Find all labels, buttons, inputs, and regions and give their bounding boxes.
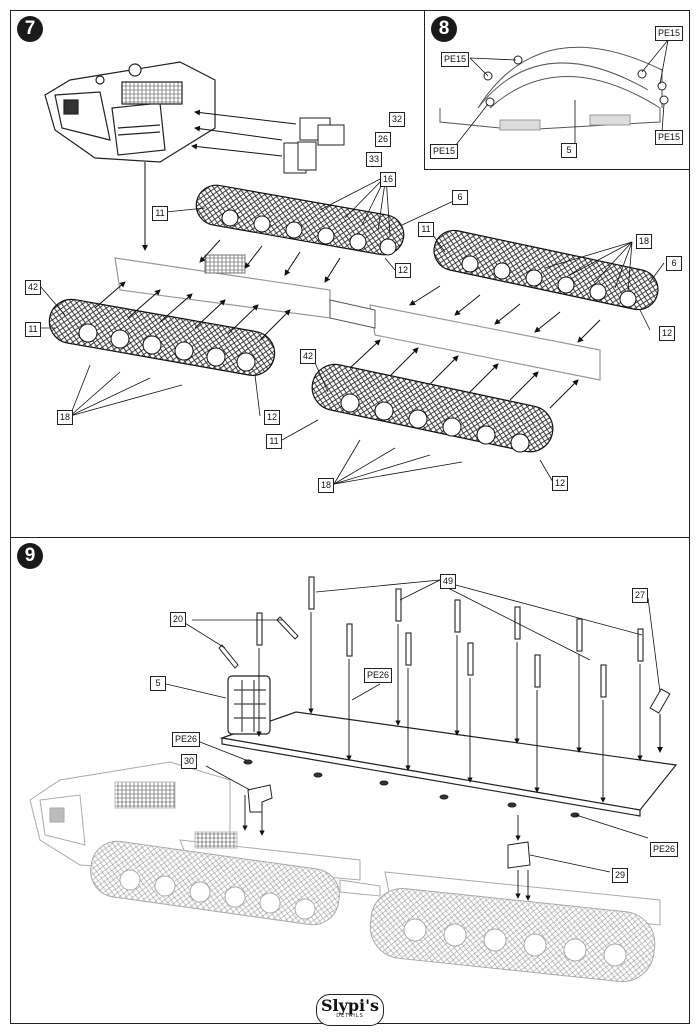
canopy-frame: [439, 46, 663, 131]
track-lower-right: [311, 363, 554, 453]
track-upper-left: [195, 184, 405, 256]
callout-pe26-b: PE26: [172, 732, 201, 747]
callout-part-27: 27: [632, 588, 649, 603]
callout-part-26: 26: [375, 132, 392, 147]
callout-part-12b: 12: [659, 326, 676, 341]
callout-part-6a: 6: [452, 190, 468, 205]
vehicle-faded: [29, 761, 661, 983]
callout-part-16: 16: [380, 172, 397, 187]
callout-part-5-step8: 5: [561, 143, 577, 158]
cargo-platform: [219, 675, 678, 817]
callout-pe15-c: PE15: [430, 144, 459, 159]
step-7-badge: 7: [17, 16, 43, 42]
callout-part-18c: 18: [318, 478, 335, 493]
side-parts: [283, 117, 345, 174]
brand-name: Slypi's: [320, 996, 380, 1015]
step-8-badge: 8: [431, 16, 457, 42]
callout-part-49: 49: [440, 574, 457, 589]
hull-2: [369, 304, 601, 381]
callout-part-18a: 18: [636, 234, 653, 249]
callout-part-12d: 12: [552, 476, 569, 491]
callout-part-20: 20: [170, 612, 187, 627]
callout-part-11a: 11: [152, 206, 168, 221]
callout-part-42a: 42: [25, 280, 42, 295]
cab-body: [44, 61, 216, 163]
callout-part-12c: 12: [264, 410, 281, 425]
callout-part-33: 33: [366, 152, 383, 167]
callout-part-11c: 11: [25, 322, 41, 337]
callout-part-5-step9: 5: [150, 676, 166, 691]
callout-part-29: 29: [612, 868, 629, 883]
brand-tagline: DETAILS: [336, 1013, 364, 1019]
callout-part-11b: 11: [418, 222, 434, 237]
callout-pe26-a: PE26: [364, 668, 393, 683]
callout-part-42b: 42: [300, 349, 317, 364]
callout-pe15-d: PE15: [655, 130, 684, 145]
callout-part-32: 32: [389, 112, 406, 127]
callout-part-11d: 11: [266, 434, 282, 449]
callout-pe15-a: PE15: [441, 52, 470, 67]
callout-part-18b: 18: [57, 410, 74, 425]
callout-pe15-b: PE15: [655, 26, 684, 41]
callout-pe26-c: PE26: [650, 842, 679, 857]
step-9-badge: 9: [17, 543, 43, 569]
callout-part-12a: 12: [395, 263, 412, 278]
track-lower-left: [48, 298, 276, 376]
brand-logo: Slypi's DETAILS: [316, 994, 384, 1026]
track-upper-right: [433, 229, 659, 311]
callout-part-30: 30: [181, 754, 198, 769]
callout-part-6b: 6: [666, 256, 682, 271]
